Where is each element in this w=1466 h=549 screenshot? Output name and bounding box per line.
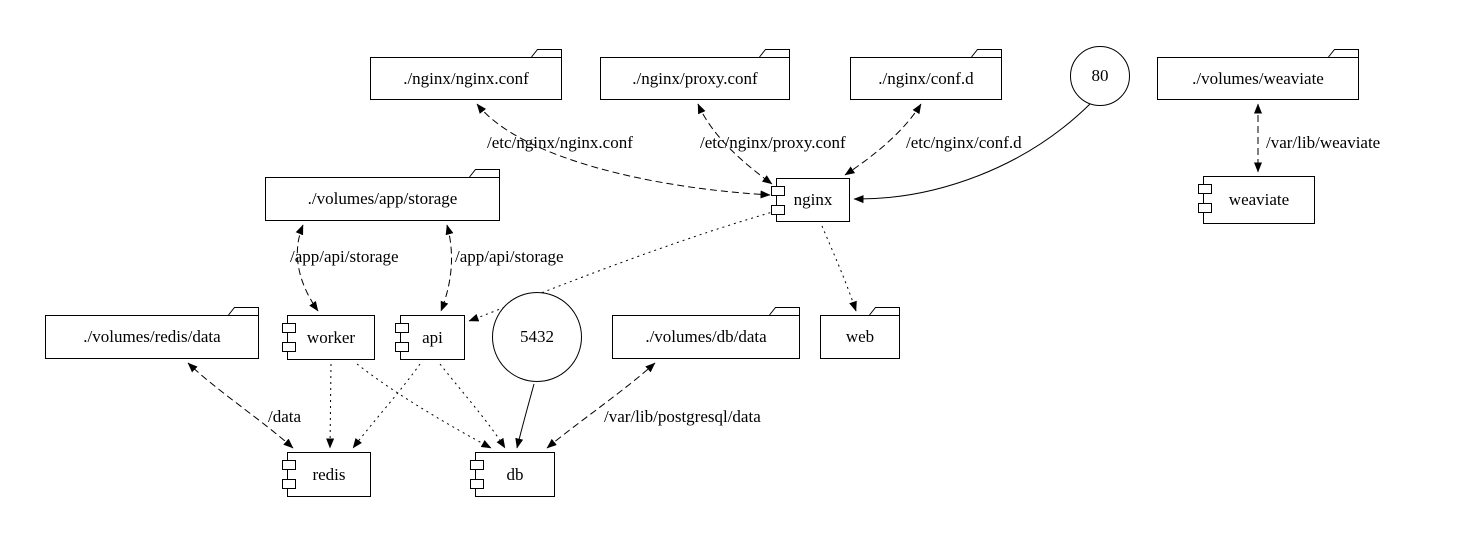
node-label: ./nginx/conf.d	[878, 68, 974, 88]
edge-label-proxy-conf-mount: /etc/nginx/proxy.conf	[700, 133, 846, 152]
node-label: nginx	[793, 190, 833, 209]
node-service-nginx: nginx	[771, 178, 850, 222]
folder-tab	[769, 307, 800, 316]
node-label: ./volumes/db/data	[645, 327, 767, 346]
edge-label-storage-api-mount: /app/api/storage	[455, 247, 564, 266]
edge-label-confd-mount: /etc/nginx/conf.d	[906, 133, 1022, 152]
node-service-worker: worker	[282, 315, 375, 360]
edge-proxy-conf-volume	[697, 103, 773, 185]
node-volume-redis-data: ./volumes/redis/data	[45, 315, 259, 359]
folder-tab	[869, 307, 900, 316]
node-volume-weaviate: ./volumes/weaviate	[1157, 57, 1359, 100]
node-volume-db-data: ./volumes/db/data	[612, 315, 800, 359]
edge-storage-api-volume	[440, 224, 454, 312]
node-label: weaviate	[1228, 190, 1290, 209]
node-port-5432: 5432	[492, 292, 582, 382]
node-label: web	[845, 327, 875, 346]
edge-nginx-depends-api	[468, 210, 777, 322]
edge-redis-data-volume	[187, 362, 294, 449]
node-volume-app-storage: ./volumes/app/storage	[265, 177, 500, 221]
node-label: ./volumes/weaviate	[1192, 68, 1324, 88]
node-service-redis: redis	[282, 452, 371, 497]
edge-api-depends-db	[439, 363, 506, 449]
node-service-db: db	[470, 452, 555, 497]
node-service-weaviate: weaviate	[1198, 176, 1315, 224]
edge-storage-worker-volume	[295, 224, 319, 312]
edge-worker-depends-redis	[326, 363, 335, 449]
edge-label-db-mount: /var/lib/postgresql/data	[604, 407, 761, 426]
edge-db-data-volume	[546, 362, 656, 449]
edge-label-nginx-conf-mount: /etc/nginx/nginx.conf	[487, 133, 633, 152]
folder-tab	[531, 49, 562, 58]
edge-nginx-depends-web	[821, 225, 857, 312]
node-volume-confd: ./nginx/conf.d	[850, 57, 1002, 100]
node-label: ./volumes/redis/data	[83, 327, 221, 346]
node-label: ./volumes/app/storage	[307, 189, 458, 208]
edge-api-depends-redis	[352, 363, 421, 449]
edge-label-storage-worker-mount: /app/api/storage	[290, 247, 399, 266]
node-volume-nginx-conf: ./nginx/nginx.conf	[370, 57, 562, 100]
node-label: 80	[1091, 66, 1109, 85]
node-port-80: 80	[1070, 46, 1130, 106]
node-label: ./nginx/proxy.conf	[632, 68, 758, 88]
node-label: worker	[306, 327, 356, 347]
folder-tab	[971, 49, 1002, 58]
edge-label-redis-mount: /data	[268, 407, 302, 426]
node-service-web: web	[820, 315, 900, 359]
node-label: ./nginx/nginx.conf	[403, 68, 529, 88]
node-label: 5432	[520, 327, 554, 346]
folder-tab	[759, 49, 790, 58]
node-label: db	[506, 464, 524, 484]
node-volume-proxy-conf: ./nginx/proxy.conf	[600, 57, 790, 100]
folder-tab	[228, 307, 259, 316]
folder-tab	[1328, 49, 1359, 58]
node-label: api	[422, 327, 443, 347]
edge-worker-depends-db	[356, 363, 492, 449]
edge-confd-volume	[844, 103, 922, 176]
node-label: redis	[312, 464, 346, 484]
edge-port-80	[853, 103, 1091, 204]
edge-label-weaviate-mount: /var/lib/weaviate	[1266, 133, 1381, 152]
node-service-api: api	[395, 315, 465, 360]
edge-port-5432	[515, 383, 535, 449]
folder-tab	[469, 169, 500, 178]
edge-nginx-conf-volume	[476, 103, 771, 199]
